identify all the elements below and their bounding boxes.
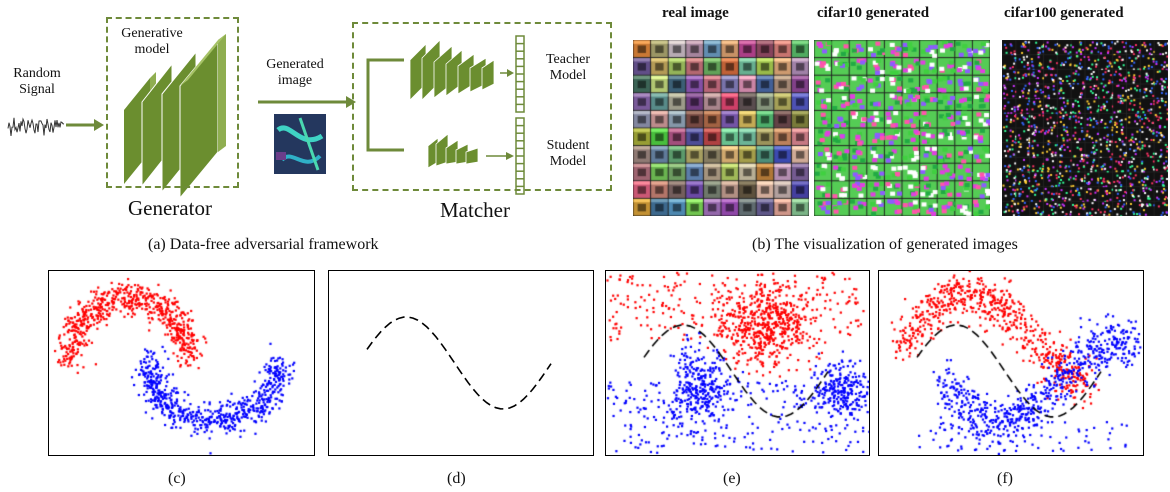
random-signal-label: Random Signal [2,66,72,98]
panel-e-scatter [606,271,869,455]
caption-a: (a) Data-free adversarial framework [148,236,379,253]
teacher-line1: Teacher [545,52,591,67]
generative-model-label: Generative model [112,26,192,58]
panel-c-scatter [49,271,314,455]
caption-d: (d) [447,470,466,487]
cifar100-generated-grid [1002,40,1168,216]
real-image-grid [633,40,809,216]
generator-box [106,17,239,188]
generative-model-line1: Generative [121,26,183,41]
panel-c [48,270,315,456]
panel-d-boundary [366,316,552,410]
student-line1: Student [546,138,590,153]
caption-c: (c) [168,470,186,487]
generator-layers-icon [124,34,226,200]
header-cifar10: cifar10 generated [817,5,930,21]
arrow-head-matcher [346,96,356,108]
matcher-title: Matcher [440,198,510,222]
header-cifar100: cifar100 generated [1004,5,1124,21]
matcher-box [352,22,612,191]
student-network-icon [427,133,479,169]
generated-image-line1: Generated [266,57,324,72]
noise-waveform-icon [7,117,65,136]
teacher-model-label: Teacher Model [530,52,606,84]
generated-image-thumbnail [274,114,326,174]
generated-image-label: Generated image [250,57,340,89]
arrow-head-generator [94,119,104,131]
student-line2: Model [549,154,587,169]
caption-b: (b) The visualization of generated image… [752,236,1018,253]
teacher-network-icon [409,39,495,101]
generated-image-line2: image [277,73,313,88]
matcher-branch-lines [366,58,404,152]
panel-f-scatter [879,271,1143,455]
generator-title: Generator [128,196,212,220]
caption-f: (f) [997,470,1013,487]
student-model-label: Student Model [530,138,606,170]
header-real-image: real image [662,5,729,21]
generative-model-line2: model [134,42,170,57]
panel-f [878,270,1144,456]
random-signal-line2: Signal [19,82,55,97]
panel-d [328,270,594,456]
framework-graphics [7,34,525,200]
caption-e: (e) [723,470,741,487]
cifar10-generated-grid [814,40,990,216]
panel-e [605,270,870,456]
random-signal-line1: Random [13,66,61,81]
teacher-line2: Model [549,68,587,83]
